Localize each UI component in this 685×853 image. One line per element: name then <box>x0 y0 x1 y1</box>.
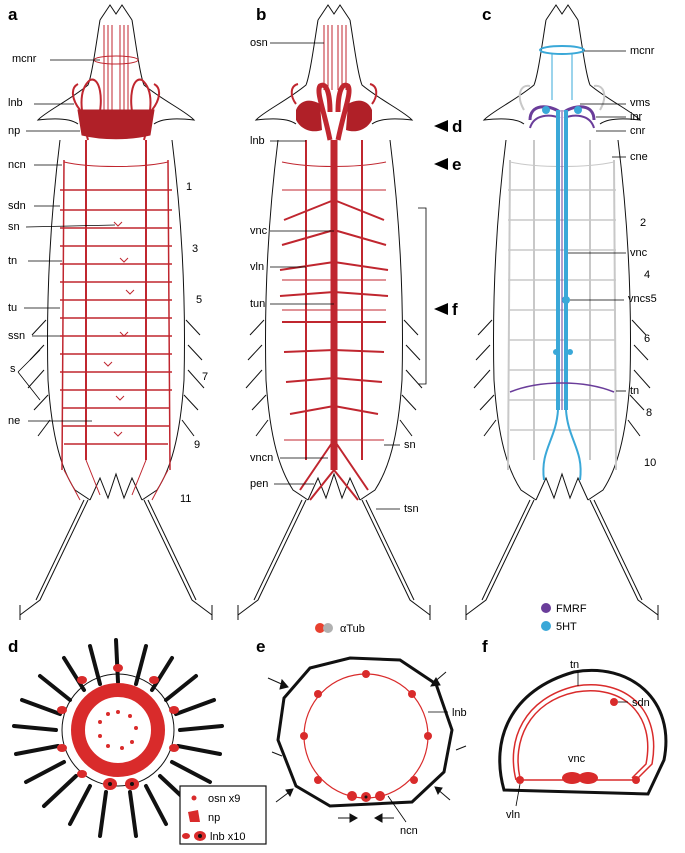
panel-d-osn-dots <box>98 710 138 750</box>
section-f-bracket <box>418 207 427 385</box>
segment-8: 8 <box>646 407 652 419</box>
atub-red-swatch <box>315 623 325 633</box>
label-lnb-a: lnb <box>8 97 23 109</box>
label-tun-b: tun <box>250 298 265 310</box>
panel-a-body-outline <box>19 4 213 620</box>
label-vncs5-c: vncs5 <box>628 293 657 305</box>
label-tn-c: tn <box>630 385 639 397</box>
panel-f-vln-dot-left <box>516 776 524 784</box>
segment-4: 4 <box>644 269 650 281</box>
panel-a-letter: a <box>8 5 18 24</box>
label-ncn-e: ncn <box>400 825 418 837</box>
panel-e-arrows <box>267 671 467 823</box>
label-np-a: np <box>8 125 20 137</box>
panel-b-body-outline <box>237 4 431 620</box>
label-vnc-f: vnc <box>568 753 586 765</box>
label-vln-f: vln <box>506 809 520 821</box>
label-vncn-b: vncn <box>250 452 273 464</box>
label-tn-a: tn <box>8 255 17 267</box>
panel-d-lnb-dots <box>57 664 179 790</box>
atub-label: αTub <box>340 623 365 635</box>
label-vnc-c: vnc <box>630 247 648 259</box>
label-tn-f: tn <box>570 659 579 671</box>
legend-fmrf-swatch <box>541 603 551 613</box>
legend-np: np <box>208 812 220 824</box>
panel-e: e lnb ncn <box>256 637 467 837</box>
section-d-label: d <box>452 117 462 136</box>
panel-b-letter: b <box>256 5 266 24</box>
panel-f-body-outline <box>498 669 668 796</box>
segment-7: 7 <box>202 371 208 383</box>
segment-3: 3 <box>192 243 198 255</box>
panel-b: b osn lnb v <box>237 4 462 620</box>
panel-f-tn-inner <box>517 690 649 779</box>
legend-fmrf-label: FMRF <box>556 603 587 615</box>
panel-d-letter: d <box>8 637 18 656</box>
panel-c-body-outline <box>465 4 659 620</box>
label-cnr-c: cnr <box>630 125 646 137</box>
label-s-a: s <box>10 363 16 375</box>
panel-c-letter: c <box>482 5 491 24</box>
panel-d-body-circle <box>61 673 175 787</box>
segment-6: 6 <box>644 333 650 345</box>
segment-9: 9 <box>194 439 200 451</box>
panel-f-vln-dot-right <box>632 776 640 784</box>
label-vln-b: vln <box>250 261 264 273</box>
panel-d-neuropil <box>71 683 165 777</box>
panel-d: d osn x9 np lnb x10 <box>8 637 267 845</box>
label-lnb-e: lnb <box>452 707 467 719</box>
label-vms-c: vms <box>630 97 651 109</box>
section-e-label: e <box>452 155 461 174</box>
label-tu-a: tu <box>8 302 17 314</box>
legend-osn: osn x9 <box>208 793 240 805</box>
label-inr-c: inr <box>630 111 643 123</box>
label-sn-b: sn <box>404 439 416 451</box>
panel-f-tn-outer <box>512 684 655 781</box>
panel-d-spines <box>12 638 224 838</box>
label-lnb-b: lnb <box>250 135 265 147</box>
label-mcnr-a: mcnr <box>12 53 37 65</box>
atub-grey-swatch <box>323 623 333 633</box>
panel-f-vnc-left <box>562 772 582 784</box>
panel-e-lnb-dots <box>300 670 432 801</box>
legend-5ht-label: 5HT <box>556 621 577 633</box>
section-e-arrow <box>434 158 448 170</box>
panel-f-letter: f <box>482 637 488 656</box>
label-sdn-a: sdn <box>8 200 26 212</box>
label-sdn-f: sdn <box>632 697 650 709</box>
label-cne-c: cne <box>630 151 648 163</box>
label-pen-b: pen <box>250 478 268 490</box>
label-mcnr-c: mcnr <box>630 45 655 57</box>
panel-b-nervous-system <box>279 25 389 501</box>
atub-legend: αTub <box>315 623 365 635</box>
panel-e-body-outline <box>276 656 454 808</box>
label-osn-b: osn <box>250 37 268 49</box>
label-ncn-a: ncn <box>8 159 26 171</box>
segment-1: 1 <box>186 181 192 193</box>
legend-lnb: lnb x10 <box>210 831 245 843</box>
section-d-arrow <box>434 120 448 132</box>
label-ssn-a: ssn <box>8 330 25 342</box>
panel-c: c <box>465 4 659 633</box>
panel-f: f tn sdn vnc vln <box>482 637 668 821</box>
legend-5ht-swatch <box>541 621 551 631</box>
panel-f-sdn-dot <box>610 698 618 706</box>
label-vnc-b: vnc <box>250 225 268 237</box>
segment-5: 5 <box>196 294 202 306</box>
section-f-label: f <box>452 300 458 319</box>
panel-f-vnc-right <box>578 772 598 784</box>
label-sn-a: sn <box>8 221 20 233</box>
segment-10: 10 <box>644 457 656 469</box>
panel-e-letter: e <box>256 637 265 656</box>
panel-a-nervous-system <box>60 25 172 501</box>
segment-11: 11 <box>180 493 191 505</box>
segment-2: 2 <box>640 217 646 229</box>
panel-a: a <box>8 4 213 620</box>
panel-d-legend: osn x9 np lnb x10 <box>179 785 267 845</box>
panel-c-nervous-system <box>507 45 617 481</box>
section-f-arrow <box>434 303 448 315</box>
label-ne-a: ne <box>8 415 20 427</box>
label-tsn-b: tsn <box>404 503 419 515</box>
